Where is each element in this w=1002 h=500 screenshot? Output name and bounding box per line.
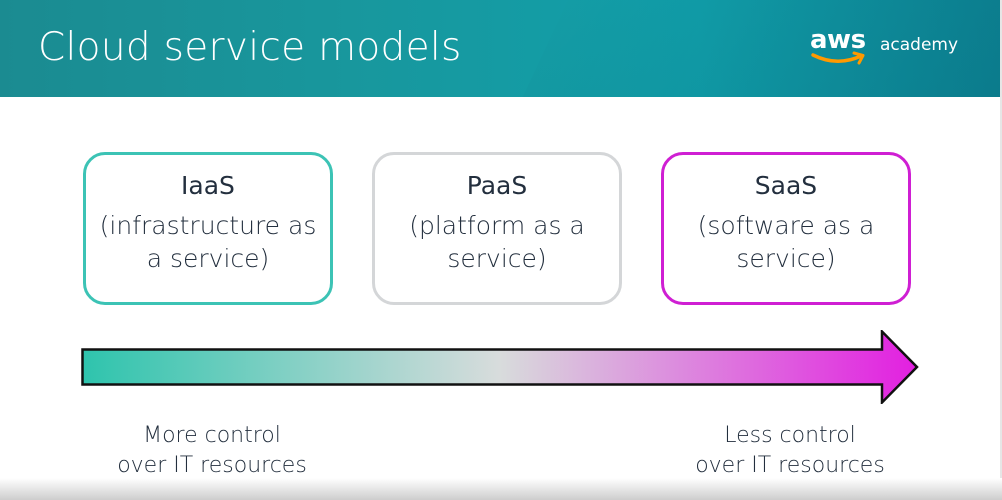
aws-academy-logo: aws academy (810, 25, 970, 75)
more-control-line-2: over IT resources (117, 453, 307, 478)
paas-description: (platform as a service) (383, 209, 611, 275)
logo-aws-text: aws (810, 25, 866, 55)
saas-name: SaaS (754, 171, 818, 200)
paas-description-line-1: (platform as a (409, 211, 585, 240)
iaas-description-line-1: (infrastructure as (99, 211, 317, 240)
paas-name: PaaS (466, 171, 528, 200)
more-control-caption: More control over IT resources (97, 421, 327, 481)
less-control-caption: Less control over IT resources (675, 421, 905, 481)
logo-academy-text: academy (880, 35, 959, 55)
slide-header: Cloud service models aws academy (0, 0, 1000, 97)
iaas-name: IaaS (181, 171, 235, 200)
paas-card: PaaS (platform as a service) (372, 152, 622, 305)
bottom-shadow (0, 478, 1002, 500)
slide-title: Cloud service models (38, 25, 462, 70)
saas-description-line-1: (software as a (697, 211, 875, 240)
iaas-description: (infrastructure as a service) (94, 209, 322, 275)
control-gradient-arrow (81, 330, 919, 404)
more-control-line-1: More control (143, 423, 281, 448)
saas-card: SaaS (software as a service) (661, 152, 911, 305)
paas-description-line-2: service) (447, 244, 547, 273)
less-control-line-1: Less control (724, 423, 856, 448)
saas-description-line-2: service) (736, 244, 836, 273)
saas-description: (software as a service) (672, 209, 900, 275)
slide-right-edge (1000, 0, 1002, 500)
less-control-line-2: over IT resources (695, 453, 885, 478)
iaas-description-line-2: a service) (146, 244, 270, 273)
aws-smile-icon (811, 51, 865, 65)
iaas-card: IaaS (infrastructure as a service) (83, 152, 333, 305)
